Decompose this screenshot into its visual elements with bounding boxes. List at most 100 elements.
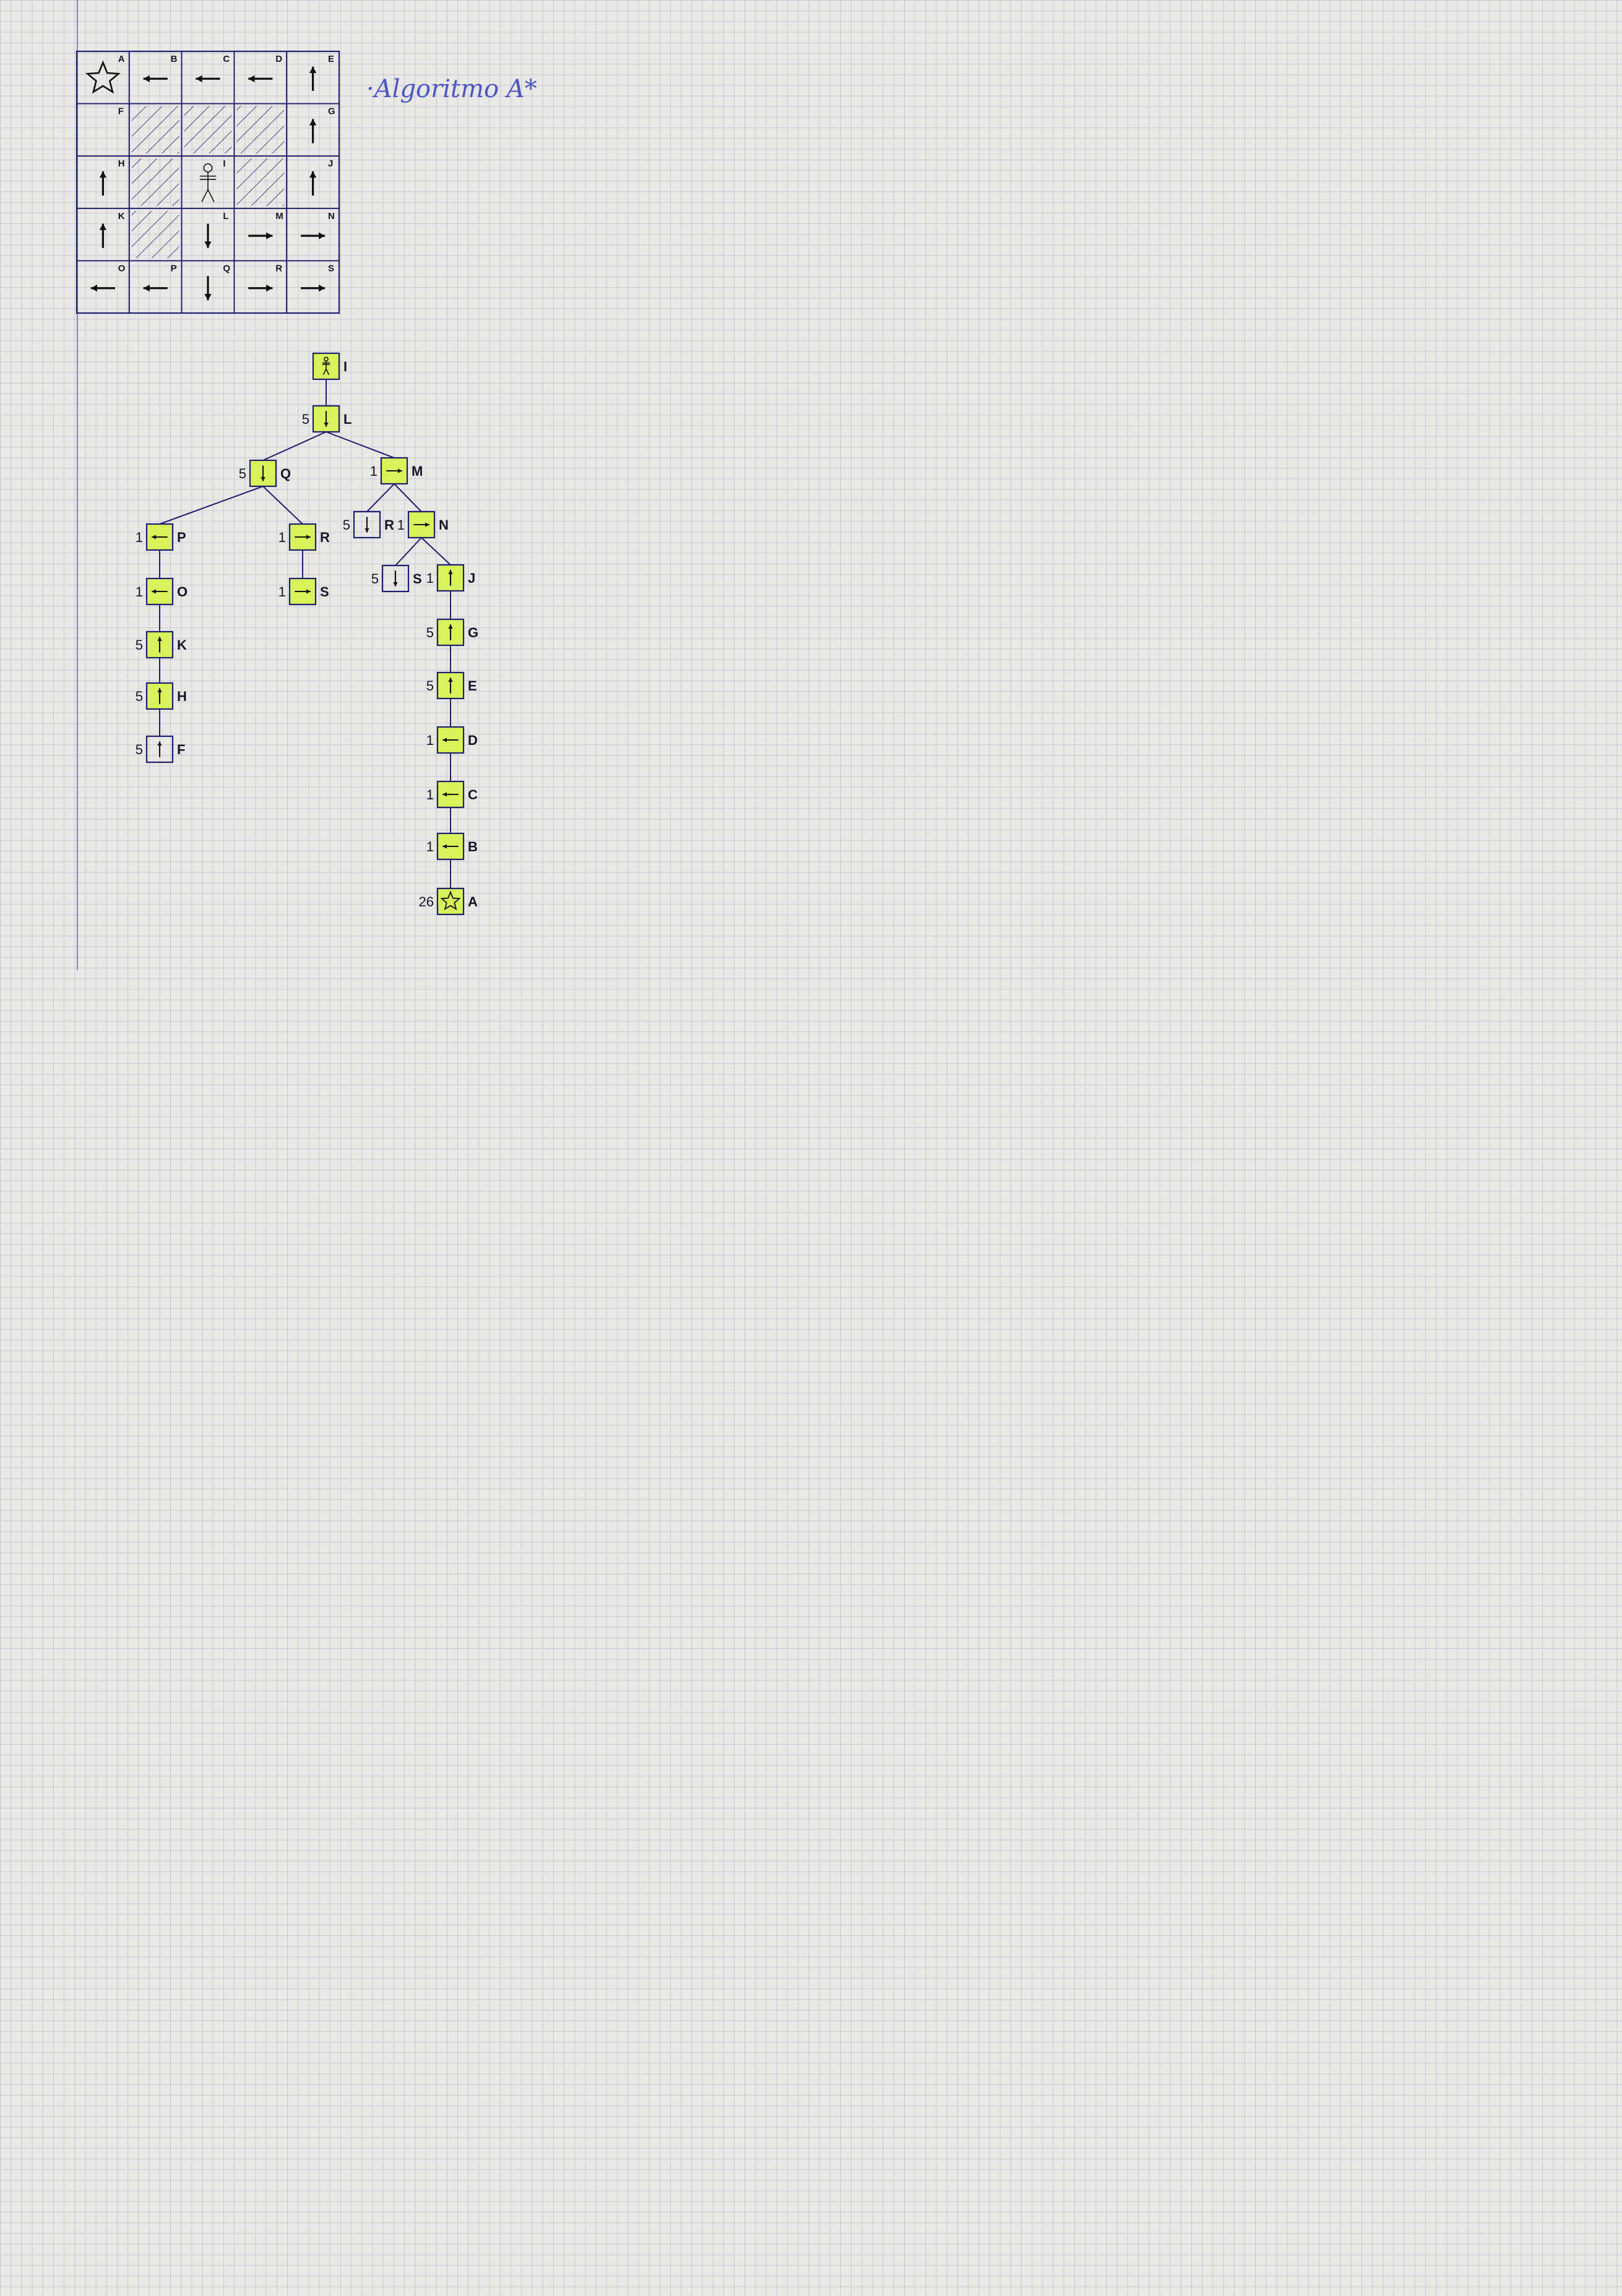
node-box <box>353 510 381 539</box>
right-arrowhead-icon <box>266 232 273 239</box>
node-label: R <box>384 517 394 533</box>
tree-node-b: B1 <box>426 832 478 861</box>
node-label: Q <box>280 466 291 481</box>
grid-cell-k: K <box>76 207 130 262</box>
grid-cell-wall <box>233 155 288 209</box>
tree-node-q: Q5 <box>239 459 291 488</box>
grid-cell-label: D <box>275 54 282 64</box>
wall-hatching <box>131 210 179 259</box>
left-arrowhead-icon <box>442 792 447 797</box>
grid-cell-c: C <box>181 51 235 105</box>
node-label: D <box>468 733 478 748</box>
grid-cell-i: I <box>181 155 235 209</box>
grid-cell-r: R <box>233 260 288 314</box>
up-arrowhead-icon <box>309 66 317 73</box>
grid-cell-d: D <box>233 51 288 105</box>
node-label: C <box>468 787 478 802</box>
up-arrowhead-icon <box>99 171 107 178</box>
grid-cell-q: Q <box>181 260 235 314</box>
node-box <box>145 523 174 551</box>
node-box <box>145 735 174 763</box>
grid-cell-l: L <box>181 207 235 262</box>
wall-hatching <box>184 106 232 154</box>
right-arrowhead-icon <box>398 468 402 473</box>
tree-edge <box>159 486 264 525</box>
tree-node-h: H5 <box>136 682 187 710</box>
up-arrowhead-icon <box>157 741 162 746</box>
grid-cell-label: K <box>118 211 125 221</box>
tree-node-d: D1 <box>426 726 478 754</box>
node-cost: 5 <box>302 411 309 427</box>
left-arrowhead-icon <box>143 285 150 292</box>
tree-node-e: E5 <box>426 671 477 700</box>
grid-cell-wall <box>181 103 235 157</box>
wall-hatching <box>131 106 179 154</box>
person-start-icon <box>199 163 217 202</box>
tree-edge <box>326 431 395 458</box>
down-arrowhead-icon <box>261 477 265 481</box>
left-arrowhead-icon <box>143 75 150 82</box>
node-label: A <box>468 894 478 909</box>
node-label: R <box>320 530 330 545</box>
right-arrowhead-icon <box>306 589 311 594</box>
left-arrowhead-icon <box>152 535 156 540</box>
grid-cell-f: F <box>76 103 130 157</box>
grid-cell-label: G <box>328 106 335 117</box>
left-arrowhead-icon <box>90 285 98 292</box>
node-cost: 5 <box>136 689 143 704</box>
node-label: O <box>177 584 188 600</box>
up-arrowhead-icon <box>99 223 107 230</box>
grid-cell-label: A <box>118 54 125 64</box>
tree-node-m: M1 <box>370 457 423 485</box>
node-cost: 5 <box>426 625 434 640</box>
grid-cell-p: P <box>128 260 183 314</box>
node-label: I <box>343 359 347 374</box>
up-arrowhead-icon <box>309 171 317 178</box>
grid-cell-b: B <box>128 51 183 105</box>
node-label: F <box>177 742 185 757</box>
node-cost: 1 <box>370 463 377 479</box>
tree-node-f: F5 <box>136 735 185 763</box>
left-arrowhead-icon <box>248 75 255 82</box>
grid-cell-wall <box>128 207 183 262</box>
grid-cell-s: S <box>286 260 340 314</box>
tree-node-k: K5 <box>136 630 187 659</box>
grid-cell-wall <box>233 103 288 157</box>
node-cost: 1 <box>278 530 286 545</box>
node-label: J <box>468 570 475 586</box>
margin-line <box>77 0 78 970</box>
up-arrowhead-icon <box>157 688 162 692</box>
grid-cell-label: O <box>118 263 126 273</box>
grid-cell-wall <box>128 103 183 157</box>
tree-node-r2: R5 <box>343 510 394 539</box>
right-arrowhead-icon <box>306 535 311 540</box>
grid-cell-label: Q <box>223 263 230 273</box>
right-arrowhead-icon <box>266 285 273 292</box>
node-label: H <box>177 689 187 704</box>
node-label: N <box>439 517 449 533</box>
tree-node-i: I <box>312 352 347 381</box>
grid-cell-label: R <box>275 263 282 273</box>
tree-edge <box>262 486 303 525</box>
tree-edge <box>394 483 422 512</box>
grid-cell-label: I <box>223 158 225 169</box>
node-cost: 5 <box>426 678 434 694</box>
person-start-icon <box>322 356 330 375</box>
wall-hatching <box>131 158 179 206</box>
node-cost: 26 <box>419 894 434 909</box>
tree-edge <box>421 537 451 565</box>
tree-node-o: O1 <box>136 577 188 606</box>
tree-node-s1: S1 <box>278 577 329 606</box>
tree-node-s2: S5 <box>371 564 422 593</box>
node-cost: 5 <box>371 571 379 587</box>
tree-node-n: N1 <box>397 510 449 539</box>
grid-cell-m: M <box>233 207 288 262</box>
tree-node-c: C1 <box>426 780 478 809</box>
down-arrowhead-icon <box>204 241 212 248</box>
grid-cell-wall <box>128 155 183 209</box>
up-arrowhead-icon <box>309 119 317 126</box>
page-title: ·Algoritmo A* <box>366 75 537 103</box>
node-label: G <box>468 625 478 640</box>
node-label: M <box>412 463 423 479</box>
